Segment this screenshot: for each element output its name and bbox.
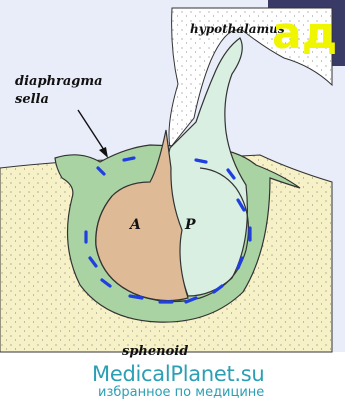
- label-posterior-lobe: P: [185, 218, 196, 233]
- watermark-subtitle: избранное по медицине: [98, 385, 264, 401]
- label-diaphragma: diaphragma: [15, 74, 103, 89]
- label-sphenoid: sphenoid: [122, 344, 188, 359]
- label-hypothalamus: hypothalamus: [190, 22, 285, 37]
- watermark-title: MedicalPlanet.su: [92, 362, 264, 386]
- overlay-yellow-text: ад: [272, 10, 337, 58]
- label-sella: sella: [15, 92, 49, 107]
- label-anterior-lobe: A: [130, 218, 141, 233]
